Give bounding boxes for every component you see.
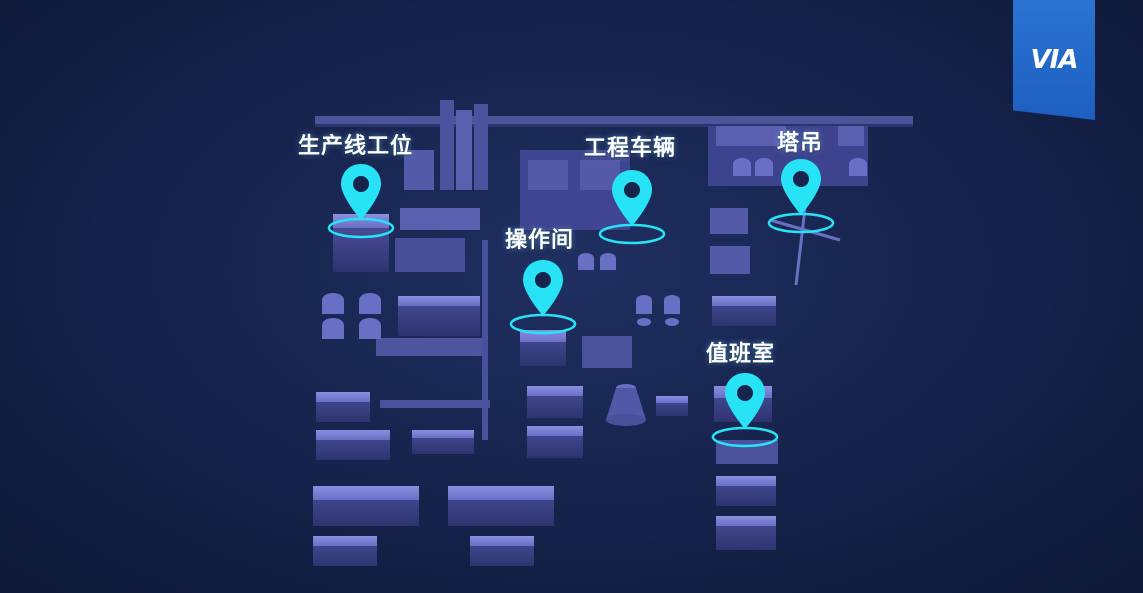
location-pin-icon[interactable] [709, 369, 781, 453]
logo-text: VIA [1030, 45, 1079, 75]
label-duty-room: 值班室 [706, 342, 776, 367]
storage-tanks-center [578, 253, 680, 326]
factory-blocks-left [376, 208, 488, 356]
factory-blocks-center [520, 150, 688, 458]
location-pin-icon[interactable] [765, 155, 837, 239]
label-operation-room: 操作间 [505, 228, 575, 253]
pipe-rail [315, 116, 913, 124]
storage-tanks-left [322, 293, 381, 339]
storage-tanks-right [733, 158, 867, 176]
vertical-pipe [482, 240, 488, 440]
production-building [333, 214, 389, 272]
warehouses-bottom-left [313, 392, 554, 566]
tower-structure [404, 100, 488, 190]
location-pin-icon[interactable] [325, 160, 397, 244]
via-logo: VIA [1013, 0, 1095, 120]
location-pin-icon[interactable] [507, 256, 579, 340]
silo [606, 384, 646, 426]
label-production-line: 生产线工位 [298, 134, 414, 159]
label-engineering-vehicle: 工程车辆 [584, 136, 677, 161]
location-pin-icon[interactable] [596, 166, 668, 250]
label-tower-crane: 塔吊 [777, 131, 824, 156]
